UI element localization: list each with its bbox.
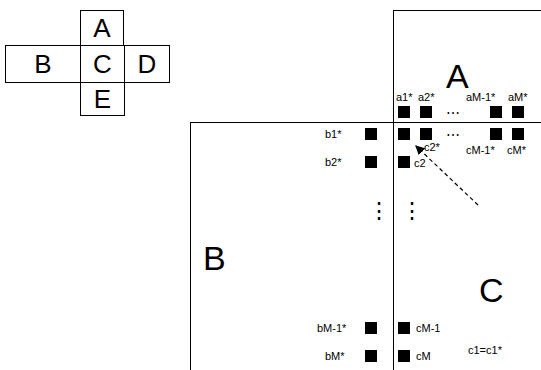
point-label: aM-1* xyxy=(466,92,495,103)
region-letter: B xyxy=(203,241,226,275)
point-label: b1* xyxy=(325,129,342,140)
ellipsis-mark: ⋯ xyxy=(446,106,460,120)
point-label: cM xyxy=(416,351,431,362)
grid-region: A xyxy=(393,10,541,123)
grid-region: B xyxy=(190,122,394,370)
point-label: aM* xyxy=(508,92,528,103)
cross-cell: C xyxy=(80,45,125,83)
point-label: bM* xyxy=(325,351,345,362)
ellipsis-mark: ⋯ xyxy=(446,128,460,142)
cross-cell: B xyxy=(5,45,81,83)
ellipsis-mark: ⋮ xyxy=(368,200,390,222)
cross-cell: D xyxy=(124,45,170,83)
point-label: a2* xyxy=(418,92,435,103)
cell-letter: A xyxy=(93,15,110,41)
point-label: cM-1* xyxy=(466,145,495,156)
point-label: a1* xyxy=(396,92,413,103)
point-label: cM* xyxy=(507,145,526,156)
point-label: cM-1 xyxy=(416,323,440,334)
region-letter: A xyxy=(446,59,469,93)
point-label: c2* xyxy=(424,142,440,153)
ellipsis-mark: ⋮ xyxy=(401,200,423,222)
cross-cell: A xyxy=(80,10,124,46)
point-label: b2* xyxy=(325,157,342,168)
cell-letter: E xyxy=(94,86,111,112)
cell-letter: D xyxy=(138,51,157,77)
grid-point xyxy=(365,106,524,362)
point-label: c1=c1* xyxy=(468,345,502,356)
cross-cell: E xyxy=(80,82,125,116)
point-label: c2 xyxy=(414,158,426,169)
point-label: bM-1* xyxy=(317,323,346,334)
cell-letter: C xyxy=(93,51,112,77)
region-letter: C xyxy=(479,273,504,307)
cell-letter: B xyxy=(34,51,51,77)
